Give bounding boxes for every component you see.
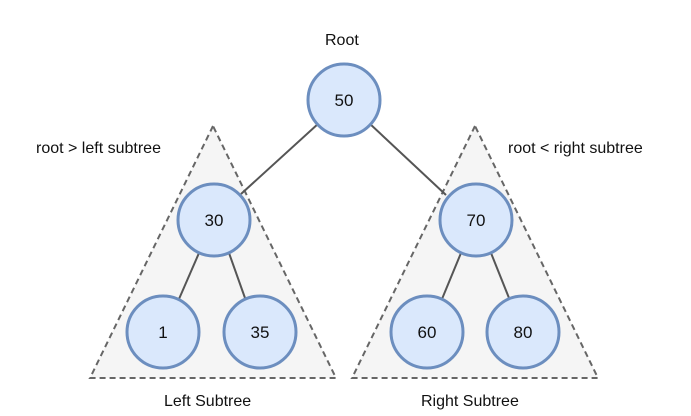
node-left: 30 — [176, 182, 252, 258]
node-root: 50 — [306, 62, 382, 138]
node-left-right: 35 — [222, 294, 298, 370]
node-right-left-value: 60 — [418, 323, 437, 342]
node-left-left: 1 — [125, 294, 201, 370]
left-subtree-label: Left Subtree — [164, 393, 252, 410]
node-right-right-value: 80 — [514, 323, 533, 342]
node-right-left: 60 — [389, 294, 465, 370]
node-root-value: 50 — [335, 91, 354, 110]
node-right-value: 70 — [467, 211, 486, 230]
right-rule-label: root < right subtree — [508, 140, 643, 157]
edge-root-right — [368, 122, 447, 196]
node-left-value: 30 — [205, 211, 224, 230]
edge-right-rightleft — [441, 252, 462, 300]
node-right-right: 80 — [485, 294, 561, 370]
edge-right-rightright — [490, 252, 510, 299]
root-label: Root — [325, 32, 359, 49]
edge-root-left — [240, 122, 320, 195]
node-left-right-value: 35 — [251, 323, 270, 342]
edge-left-leftright — [228, 252, 246, 299]
node-right: 70 — [438, 182, 514, 258]
node-left-left-value: 1 — [158, 323, 167, 342]
left-rule-label: root > left subtree — [36, 140, 161, 157]
right-subtree-label: Right Subtree — [421, 393, 519, 410]
edge-left-leftleft — [178, 252, 200, 300]
